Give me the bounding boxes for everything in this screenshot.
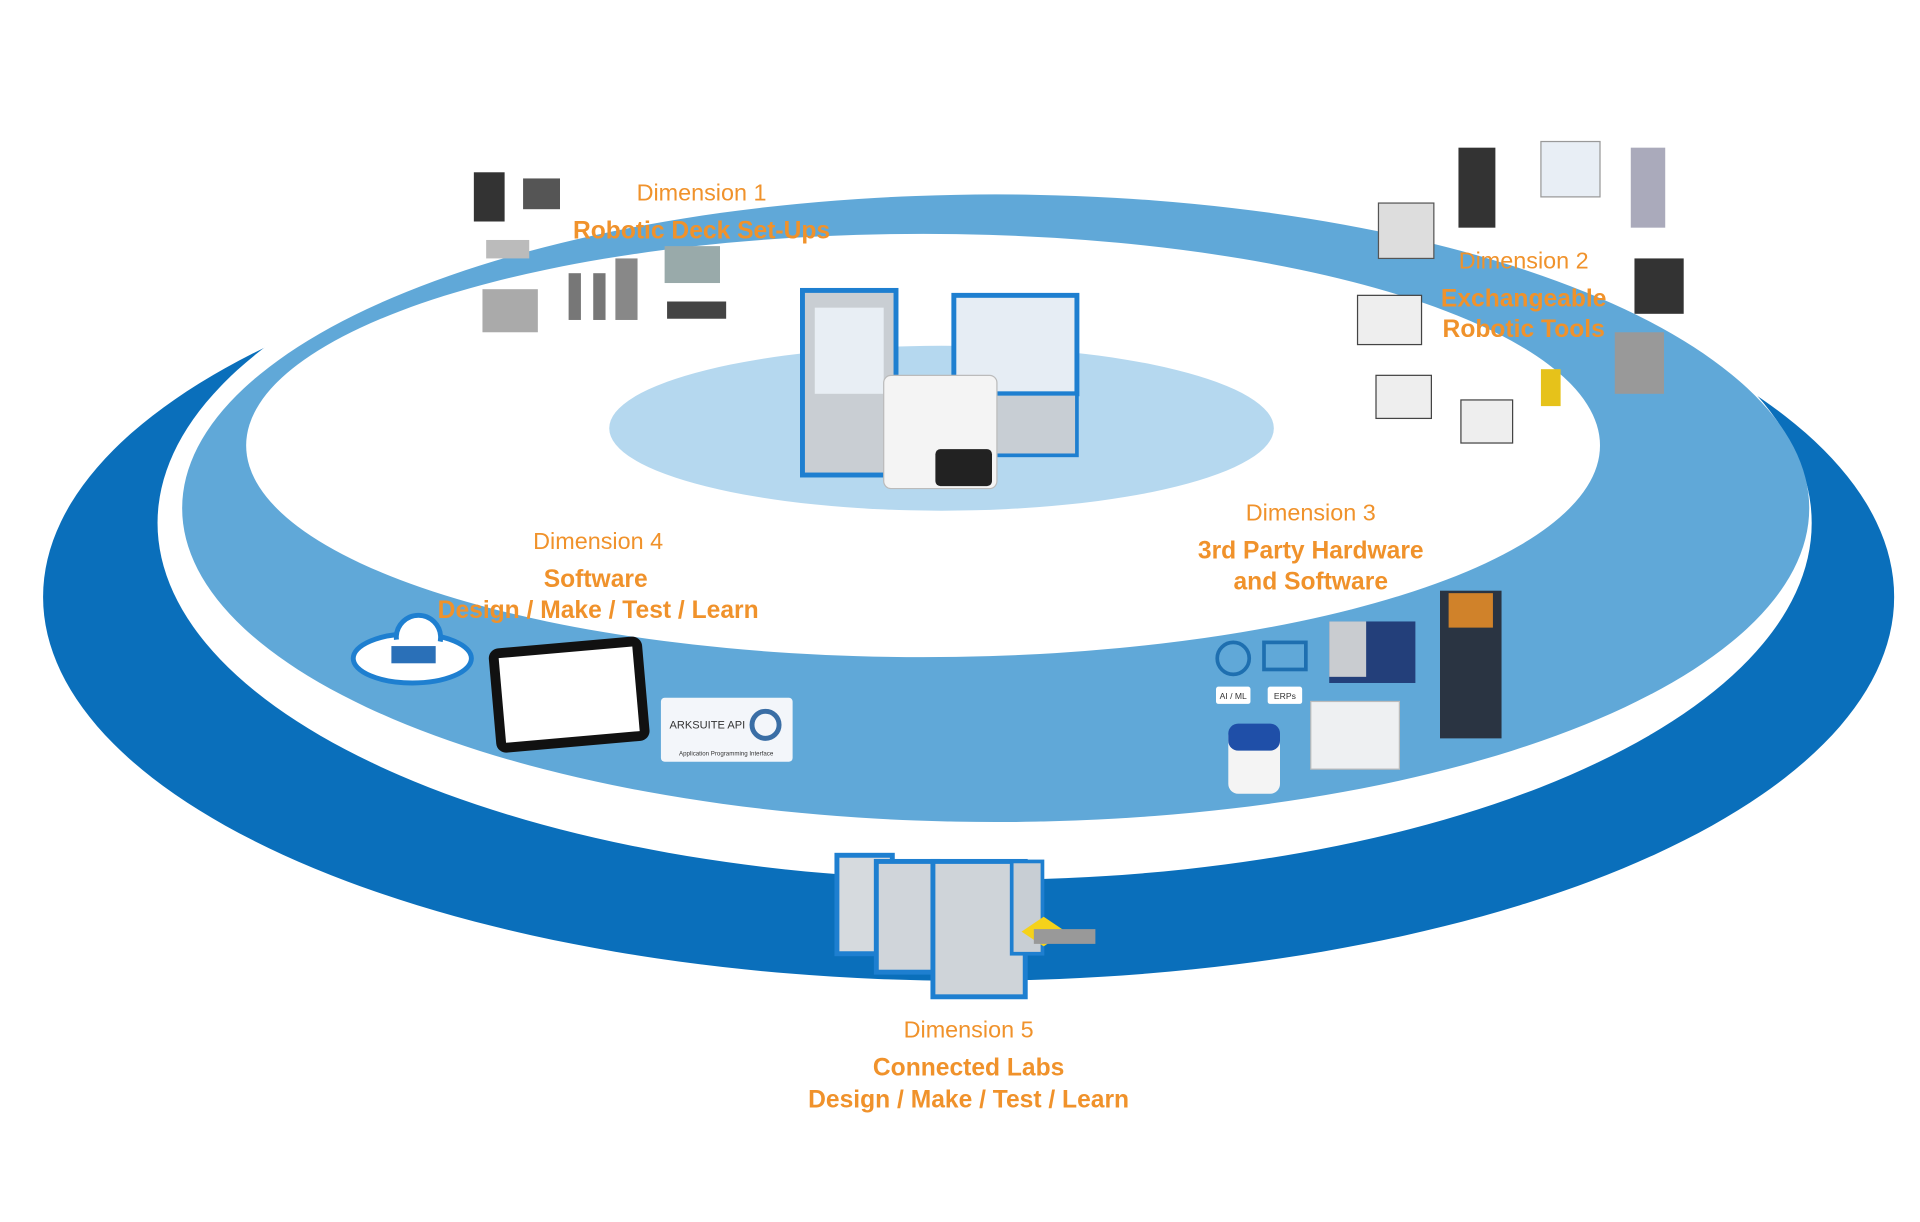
erp-monitor-icon — [1262, 640, 1308, 672]
dimension-3-title-line-2: and Software — [1233, 568, 1388, 595]
dimension-4-title-line-1: Software — [544, 566, 648, 593]
connected-lab-system — [834, 852, 1096, 1000]
ai-ml-icon — [1215, 640, 1252, 677]
dimension-1-label: Dimension 1 — [637, 180, 767, 206]
exchangeable-tools — [1356, 140, 1684, 444]
software-items: ARKSUITE API Application Programming Int… — [350, 612, 793, 762]
robotic-deck-parts — [473, 172, 727, 333]
dimension-5-label: Dimension 5 — [904, 1016, 1034, 1042]
central-instruments — [800, 287, 1080, 490]
gears-icon — [749, 708, 782, 741]
dimension-4-title-line-2: Design / Make / Test / Learn — [438, 597, 759, 624]
dimension-3-label: Dimension 3 — [1246, 500, 1376, 526]
dimension-5-title-line-1: Connected Labs — [873, 1055, 1064, 1082]
ai-ml-tag: AI / ML — [1220, 691, 1247, 701]
third-party-devices: AI / ML ERPs — [1215, 590, 1502, 794]
dimension-2-label: Dimension 2 — [1459, 247, 1589, 273]
dimension-2-title-line-1: Exchangeable — [1441, 285, 1607, 312]
dimension-2-title-line-2: Robotic Tools — [1443, 316, 1605, 343]
erps-tag: ERPs — [1274, 691, 1296, 701]
api-title: ARKSUITE API — [670, 720, 746, 732]
dimension-1-title: Robotic Deck Set-Ups — [573, 218, 830, 245]
dimension-5-title-line-2: Design / Make / Test / Learn — [808, 1087, 1129, 1114]
api-subtitle: Application Programming Interface — [679, 751, 774, 758]
dimension-4-label: Dimension 4 — [533, 528, 663, 554]
dimension-3-title-line-1: 3rd Party Hardware — [1198, 538, 1424, 565]
